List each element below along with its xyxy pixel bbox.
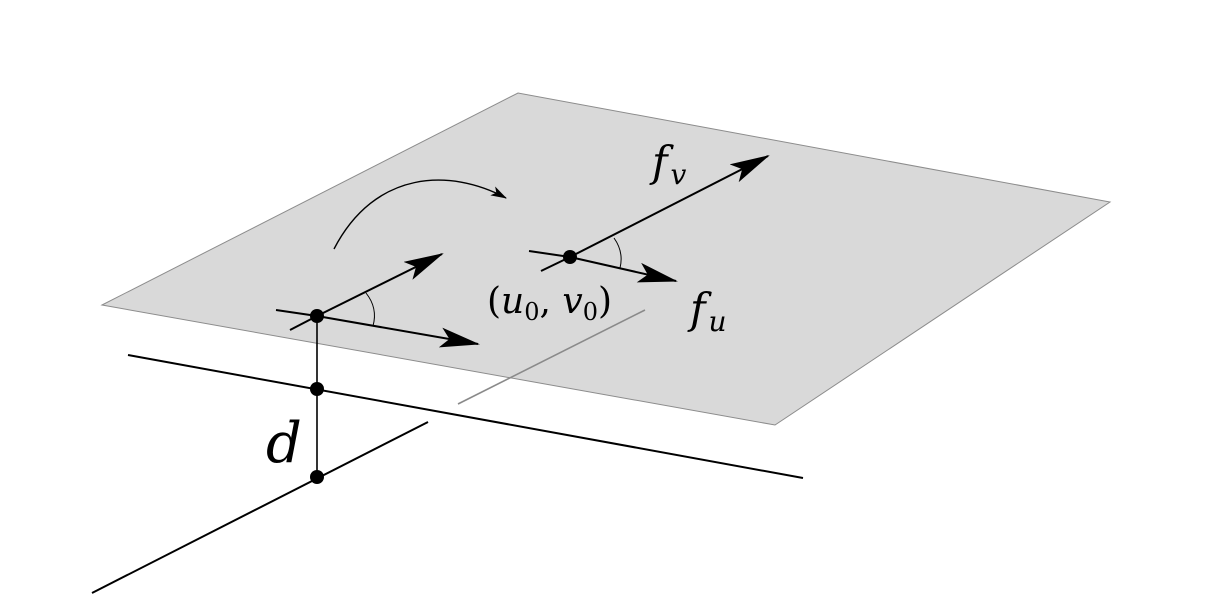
baseline-intersection-dot bbox=[310, 382, 324, 396]
right-frame-origin-dot bbox=[563, 250, 577, 264]
distance-label: d bbox=[266, 411, 302, 476]
left-u-axis-arrow bbox=[316, 315, 480, 348]
hidden-depth-line bbox=[457, 309, 646, 405]
right-v-axis-arrow bbox=[569, 155, 770, 258]
image-plane bbox=[100, 92, 1112, 426]
transfer-arrow bbox=[333, 179, 507, 250]
left-angle-arc bbox=[365, 292, 375, 327]
right-angle-arc bbox=[613, 237, 622, 269]
left-v-axis-arrow bbox=[316, 253, 444, 317]
depth-line bbox=[91, 421, 429, 594]
depth-intersection-dot bbox=[310, 470, 324, 484]
left-frame-origin-dot bbox=[310, 309, 324, 323]
baseline bbox=[127, 354, 804, 479]
right-u-axis-arrow bbox=[569, 256, 678, 283]
point-coordinate-label: (u0, v0) bbox=[487, 281, 612, 326]
